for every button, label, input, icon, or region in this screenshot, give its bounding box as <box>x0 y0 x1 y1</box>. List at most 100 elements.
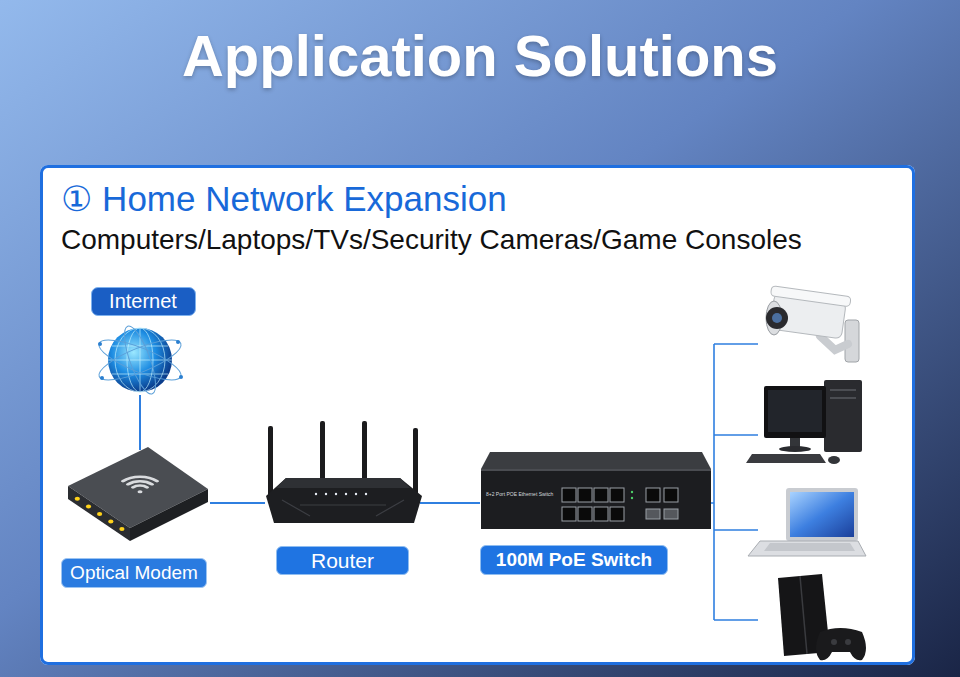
page-title: Application Solutions <box>182 20 778 92</box>
optical-modem-icon <box>128 481 152 484</box>
router-icon <box>315 493 367 495</box>
game-console-icon <box>778 574 866 660</box>
pill-label: 100M PoE Switch <box>480 545 668 575</box>
desktop-computer-icon <box>824 380 862 452</box>
router-icon <box>325 493 327 495</box>
desktop-computer-icon <box>779 446 811 452</box>
router-icon <box>268 426 273 496</box>
poe-switch-icon <box>481 469 711 471</box>
internet-globe-icon <box>95 332 186 387</box>
desktop-computer-icon <box>828 456 840 464</box>
section-subtitle: Computers/Laptops/TVs/Security Cameras/G… <box>61 223 894 257</box>
optical-modem-icon <box>97 512 102 516</box>
game-console-icon <box>800 576 807 654</box>
optical-modem-icon <box>75 497 125 531</box>
desktop-computer-icon <box>746 380 862 464</box>
poe-switch-icon <box>631 491 633 493</box>
switch-model-text: 8+2 Port POE Ethernet Switch <box>486 491 553 497</box>
switch-node: 100M PoE Switch <box>480 448 711 575</box>
router-icon <box>413 428 418 496</box>
internet-node: Internet <box>88 287 198 395</box>
router-icon <box>276 478 410 488</box>
security-camera-icon <box>766 307 788 329</box>
router-icon <box>355 493 357 495</box>
poe-switch-icon <box>646 509 678 519</box>
laptop-icon <box>748 541 866 556</box>
poe-switch-icon <box>481 452 711 469</box>
router-icon <box>365 493 367 495</box>
optical-modem-icon <box>138 490 143 493</box>
game-console-icon <box>845 639 851 645</box>
laptop-icon <box>764 543 855 551</box>
router-icon <box>266 478 422 523</box>
router-icon <box>345 493 347 495</box>
poe-switch-icon <box>594 488 608 502</box>
poe-switch-icon <box>481 469 711 529</box>
optical-modem-icon <box>123 477 157 493</box>
internet-globe-icon <box>118 323 161 397</box>
optical-modem-icon <box>119 527 124 531</box>
optical-modem-icon <box>75 497 80 501</box>
section-heading: ① Home Network Expansion <box>61 178 894 220</box>
poe-switch-icon <box>594 507 608 521</box>
internet-globe-icon <box>95 323 186 397</box>
game-console-icon <box>816 628 866 660</box>
poe-switch-icon <box>578 507 592 521</box>
poe-switch-icon <box>562 488 576 502</box>
router-icon <box>266 421 422 523</box>
poe-switch-icon <box>646 509 660 519</box>
security-camera-icon <box>766 286 859 362</box>
router-icon <box>362 421 367 481</box>
label-slot: 8+2 Port POE Ethernet Switch <box>486 491 553 497</box>
laptop-icon <box>748 488 866 556</box>
router-icon <box>315 493 317 495</box>
solution-panel: ① Home Network ExpansionComputers/Laptop… <box>40 165 915 665</box>
desktop-computer-icon <box>746 454 826 463</box>
laptop-icon <box>790 492 854 537</box>
network-cable <box>139 395 141 450</box>
internet-globe-icon <box>98 340 183 380</box>
security-camera-icon <box>766 286 851 340</box>
laptop-icon <box>786 488 858 541</box>
optical-modem-icon <box>68 486 130 541</box>
game-console-icon <box>831 639 837 645</box>
internet-globe-icon <box>176 340 180 344</box>
optical-modem-icon <box>133 486 147 488</box>
panel-ground <box>40 165 915 665</box>
device-bus <box>710 344 758 620</box>
router-icon <box>320 421 325 481</box>
poe-switch-icon <box>631 491 633 499</box>
security-camera-icon <box>770 286 851 307</box>
poe-switch-icon <box>664 488 678 502</box>
poe-switch-icon <box>562 488 678 521</box>
optical-modem-icon <box>68 447 208 541</box>
internet-globe-icon <box>98 342 102 346</box>
desktop-computer-icon <box>768 390 822 432</box>
router-icon <box>335 493 337 495</box>
device-bus <box>710 344 758 620</box>
poe-switch-icon <box>562 507 576 521</box>
poe-switch-icon <box>631 497 633 499</box>
network-cable <box>420 502 480 504</box>
modem-node: Optical Modem <box>58 450 210 588</box>
poe-switch-icon <box>646 488 660 502</box>
poe-switch-icon <box>610 488 624 502</box>
desktop-computer-icon <box>830 390 856 398</box>
optical-modem-icon <box>123 477 157 481</box>
optical-modem-icon <box>86 504 91 508</box>
pill-label: Router <box>276 546 409 575</box>
pill-label: Internet <box>91 287 196 316</box>
security-camera-icon <box>772 313 782 323</box>
poe-switch-icon <box>610 507 624 521</box>
pill-label: Optical Modem <box>61 558 207 588</box>
desktop-computer-icon <box>764 386 826 438</box>
poe-switch-icon <box>578 488 592 502</box>
internet-globe-icon <box>100 376 104 380</box>
internet-globe-icon <box>95 323 186 397</box>
network-cable <box>210 502 265 504</box>
title-slot: Application Solutions <box>0 20 960 92</box>
internet-globe-icon <box>95 332 186 387</box>
optical-modem-icon <box>108 520 113 524</box>
